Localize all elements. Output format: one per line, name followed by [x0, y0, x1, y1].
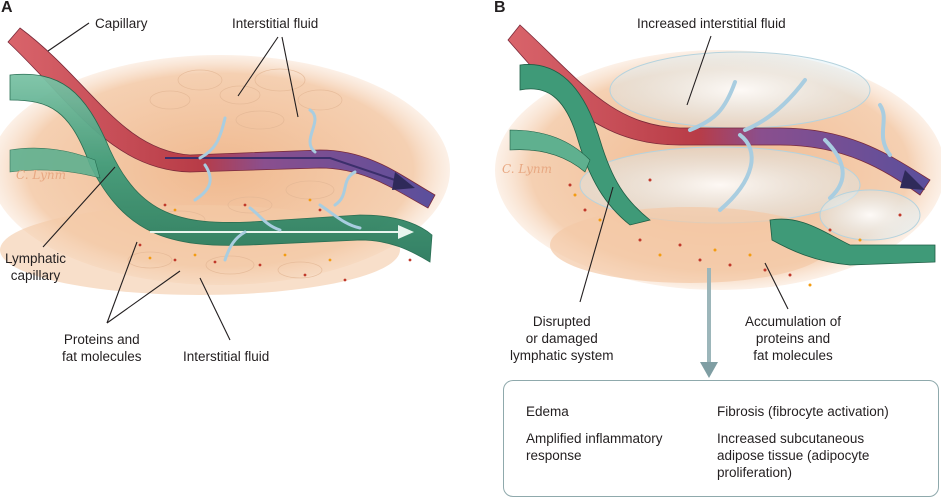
lymphatic-branch: [9, 147, 101, 179]
accumulated-molecules: [568, 178, 902, 287]
outcome-fibrosis: Fibrosis (fibrocyte activation): [717, 403, 889, 420]
label-interstitial-fluid-bottom: Interstitial fluid: [183, 349, 270, 364]
label-line: fat molecules: [753, 348, 833, 363]
label-line: fat molecules: [62, 349, 142, 364]
label-line: lymphatic system: [510, 348, 614, 363]
outcome-adipose-tissue: Increased subcutaneous adipose tissue (a…: [717, 430, 869, 481]
damaged-lymphatic-vessel: [519, 64, 651, 226]
down-arrow: [700, 268, 718, 378]
label-capillary: Capillary: [95, 16, 148, 31]
label-line: or damaged: [525, 331, 598, 346]
label-disrupted-lymphatic: Disrupted or damaged lymphatic system: [510, 313, 614, 364]
fluid-leak-arrows: [688, 78, 892, 212]
label-proteins-fat: Proteins and fat molecules: [62, 331, 142, 365]
tissue-lower: [550, 207, 830, 283]
outcome-line: adipose tissue (adipocyte: [717, 448, 870, 463]
capillary-arrowhead: [392, 172, 415, 190]
outcome-edema: Edema: [526, 403, 569, 420]
outcome-line: proliferation): [717, 465, 793, 480]
label-lymphatic-capillary: Lymphatic capillary: [5, 250, 66, 284]
outcome-line: Amplified inflammatory: [526, 431, 663, 446]
panel-a-leader-lines: [42, 22, 299, 341]
lymphatic-arrowhead: [398, 225, 414, 239]
outcome-line: Increased subcutaneous: [717, 431, 865, 446]
capillary-flow-arrow: [165, 157, 396, 181]
panel-b-letter: B: [494, 0, 506, 16]
label-accumulation: Accumulation of proteins and fat molecul…: [745, 313, 841, 364]
label-line: capillary: [10, 268, 61, 283]
label-line: proteins and: [755, 331, 831, 346]
protein-fat-molecules: [138, 198, 412, 282]
outcome-line: Fibrosis (fibrocyte activation): [717, 404, 889, 419]
panel-b-illustration: [495, 24, 941, 378]
panel-a-letter: A: [1, 0, 13, 16]
fluid-exchange-arrows: [193, 108, 362, 262]
artist-signature: C. Lynm: [502, 162, 553, 176]
panel-b-leader-lines: [579, 35, 789, 310]
swollen-fluid-pocket: [609, 51, 871, 129]
outcome-inflammatory-response: Amplified inflammatory response: [526, 430, 663, 464]
label-line: Lymphatic: [5, 251, 67, 266]
panel-a-illustration: [0, 22, 450, 341]
outcome-line: Edema: [526, 404, 569, 419]
label-line: Disrupted: [532, 314, 591, 329]
outcomes-box: Edema Amplified inflammatory response Fi…: [503, 380, 939, 497]
label-line: Proteins and: [63, 332, 140, 347]
artist-signature: C. Lynm: [16, 168, 67, 182]
swollen-fluid-pocket: [819, 189, 921, 241]
capillary-arrowhead: [900, 170, 925, 190]
outcome-line: response: [526, 448, 582, 463]
damaged-lymphatic-fragment: [769, 218, 936, 266]
label-increased-interstitial-fluid: Increased interstitial fluid: [637, 16, 786, 31]
label-interstitial-fluid-top: Interstitial fluid: [232, 16, 319, 31]
blood-capillary: [507, 24, 931, 196]
damaged-lymphatic-branch: [509, 129, 591, 173]
label-line: Accumulation of: [745, 314, 842, 329]
